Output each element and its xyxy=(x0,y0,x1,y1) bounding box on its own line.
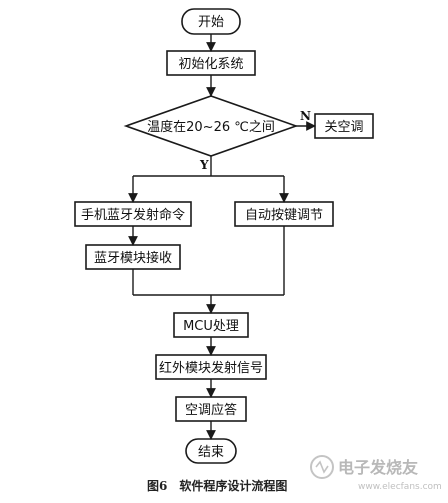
branch-yes-label: Y xyxy=(199,158,209,172)
decision-label: 温度在20~26 ℃之间 xyxy=(147,119,275,135)
start-node: 开始 xyxy=(181,8,241,35)
bt-recv-label: 蓝牙模块接收 xyxy=(94,250,172,266)
figure-caption: 图6 软件程序设计流程图 xyxy=(147,478,287,493)
init-label: 初始化系统 xyxy=(178,57,243,72)
ac-reply-node: 空调应答 xyxy=(175,396,247,422)
watermark-text: 电子发烧友 xyxy=(338,458,419,477)
mcu-label: MCU处理 xyxy=(183,319,239,334)
end-node: 结束 xyxy=(185,438,237,464)
auto-key-label: 自动按键调节 xyxy=(245,208,323,223)
ac-off-node: 关空调 xyxy=(314,113,374,139)
bt-cmd-label: 手机蓝牙发射命令 xyxy=(81,207,185,223)
bt-cmd-node: 手机蓝牙发射命令 xyxy=(74,201,192,227)
ac-reply-label: 空调应答 xyxy=(185,402,237,418)
ac-off-label: 关空调 xyxy=(324,120,363,135)
watermark-logo-icon xyxy=(310,455,334,479)
watermark-url: www.elecfans.com xyxy=(358,482,442,492)
end-label: 结束 xyxy=(198,445,224,460)
mcu-node: MCU处理 xyxy=(173,312,249,338)
ir-send-node: 红外模块发射信号 xyxy=(155,354,267,380)
watermark: 电子发烧友 www.elecfans.com xyxy=(310,455,442,492)
start-label: 开始 xyxy=(198,15,224,30)
auto-key-node: 自动按键调节 xyxy=(234,201,334,227)
branch-no-label: N xyxy=(300,109,311,123)
watermark-wave-icon xyxy=(315,460,329,474)
ir-send-label: 红外模块发射信号 xyxy=(159,360,263,376)
init-node: 初始化系统 xyxy=(166,50,256,76)
bt-recv-node: 蓝牙模块接收 xyxy=(85,244,181,270)
decision-node: 温度在20~26 ℃之间 xyxy=(123,95,299,157)
